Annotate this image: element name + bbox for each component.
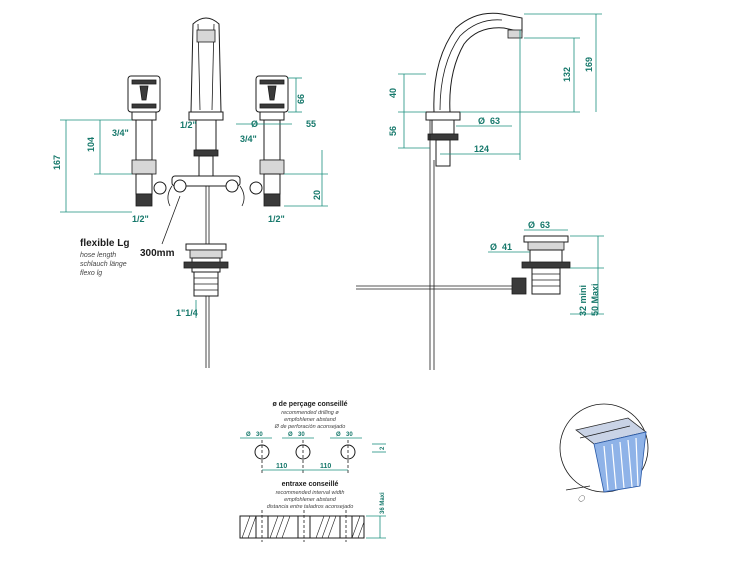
- side-aerator: [507, 29, 523, 39]
- hose-length: 300mm: [140, 248, 175, 259]
- interval-translation-de: empfohlener abstand: [284, 497, 337, 503]
- waste-flange: [185, 243, 227, 251]
- waterfall-illustration: ◯: [559, 403, 649, 502]
- waste-top-flange: [523, 235, 569, 243]
- dim-20: 20: [312, 190, 322, 200]
- inlet-3-4-right: 3/4": [240, 134, 257, 144]
- hose-leader: [161, 195, 181, 245]
- drilling-translation-de: empfohlener abstand: [284, 417, 337, 423]
- hole3-symbol: Ø: [336, 432, 341, 438]
- left-valve-body: [135, 119, 153, 161]
- hole2-symbol: Ø: [288, 432, 293, 438]
- drilling-title: ø de perçage conseillé: [272, 401, 347, 408]
- spacing-right: 110: [320, 463, 331, 470]
- dim-104: 104: [86, 137, 96, 152]
- interval-title: entraxe conseillé: [282, 481, 339, 488]
- spout-thread: 1/2": [180, 120, 197, 130]
- hose-translation-de: schlauch länge: [80, 261, 127, 268]
- deck-max-dim: 36 Maxi: [380, 492, 386, 514]
- interval-translation-es: distancia entre taladros aconsejado: [267, 504, 354, 510]
- right-valve-body: [263, 119, 281, 161]
- waste-thread: 1"1/4: [176, 308, 198, 318]
- waste-view: Ø 63 Ø 41 32 mini 50 Maxi: [488, 220, 604, 316]
- outlet-1-2-right: 1/2": [268, 214, 285, 224]
- hose-translation-es: flexo lg: [80, 270, 102, 277]
- hole3-dia: 30: [346, 432, 353, 438]
- interval-section: entraxe conseillé recommended interval w…: [239, 481, 386, 542]
- dim-66: 66: [296, 94, 306, 104]
- dim-63: 63: [490, 116, 500, 126]
- waste-dim-50-maxi: 50 Maxi: [590, 283, 600, 316]
- dim-132: 132: [562, 67, 572, 82]
- drilling-translation-es: Ø de perforación aconsejado: [274, 424, 346, 430]
- aerator: [196, 29, 216, 43]
- drilling-translation-en: recommended drilling ø: [281, 410, 339, 416]
- spout-base: [188, 111, 224, 121]
- dim-56: 56: [388, 126, 398, 136]
- dim-169: 169: [584, 57, 594, 72]
- waste-dim-63-symbol: Ø: [528, 220, 535, 230]
- svg-text:◯: ◯: [578, 495, 586, 502]
- front-view: 167 104 66 Ø 55 20 3/4" 3/4" 1/2" 1/2" 1…: [52, 17, 328, 368]
- side-view: 40 56 Ø 63 124 132 169: [356, 12, 602, 370]
- interval-translation-en: recommended interval width: [276, 490, 345, 496]
- small-dim: 2: [380, 446, 386, 450]
- hose-translation-en: hose length: [80, 252, 116, 259]
- side-spout: [433, 12, 523, 113]
- waste-dim-41-symbol: Ø: [490, 242, 497, 252]
- waste-dim-41: 41: [502, 242, 512, 252]
- spacing-left: 110: [276, 463, 287, 470]
- spout-shank: [195, 119, 217, 151]
- dim-55-symbol: Ø: [251, 119, 258, 129]
- hole1-dia: 30: [256, 432, 263, 438]
- waste-dim-63: 63: [540, 220, 550, 230]
- dim-124: 124: [474, 144, 489, 154]
- waste-dim-32-mini: 32 mini: [578, 285, 588, 316]
- inlet-3-4-left: 3/4": [112, 128, 129, 138]
- outlet-1-2-left: 1/2": [132, 214, 149, 224]
- dim-167: 167: [52, 155, 62, 170]
- hose-title: flexible Lg: [80, 238, 129, 249]
- hole1-symbol: Ø: [246, 432, 251, 438]
- hole2-dia: 30: [298, 432, 305, 438]
- dim-55: 55: [306, 119, 316, 129]
- dim-63-symbol: Ø: [478, 116, 485, 126]
- dim-40: 40: [388, 88, 398, 98]
- drilling-template: ø de perçage conseillé recommended drill…: [240, 401, 386, 474]
